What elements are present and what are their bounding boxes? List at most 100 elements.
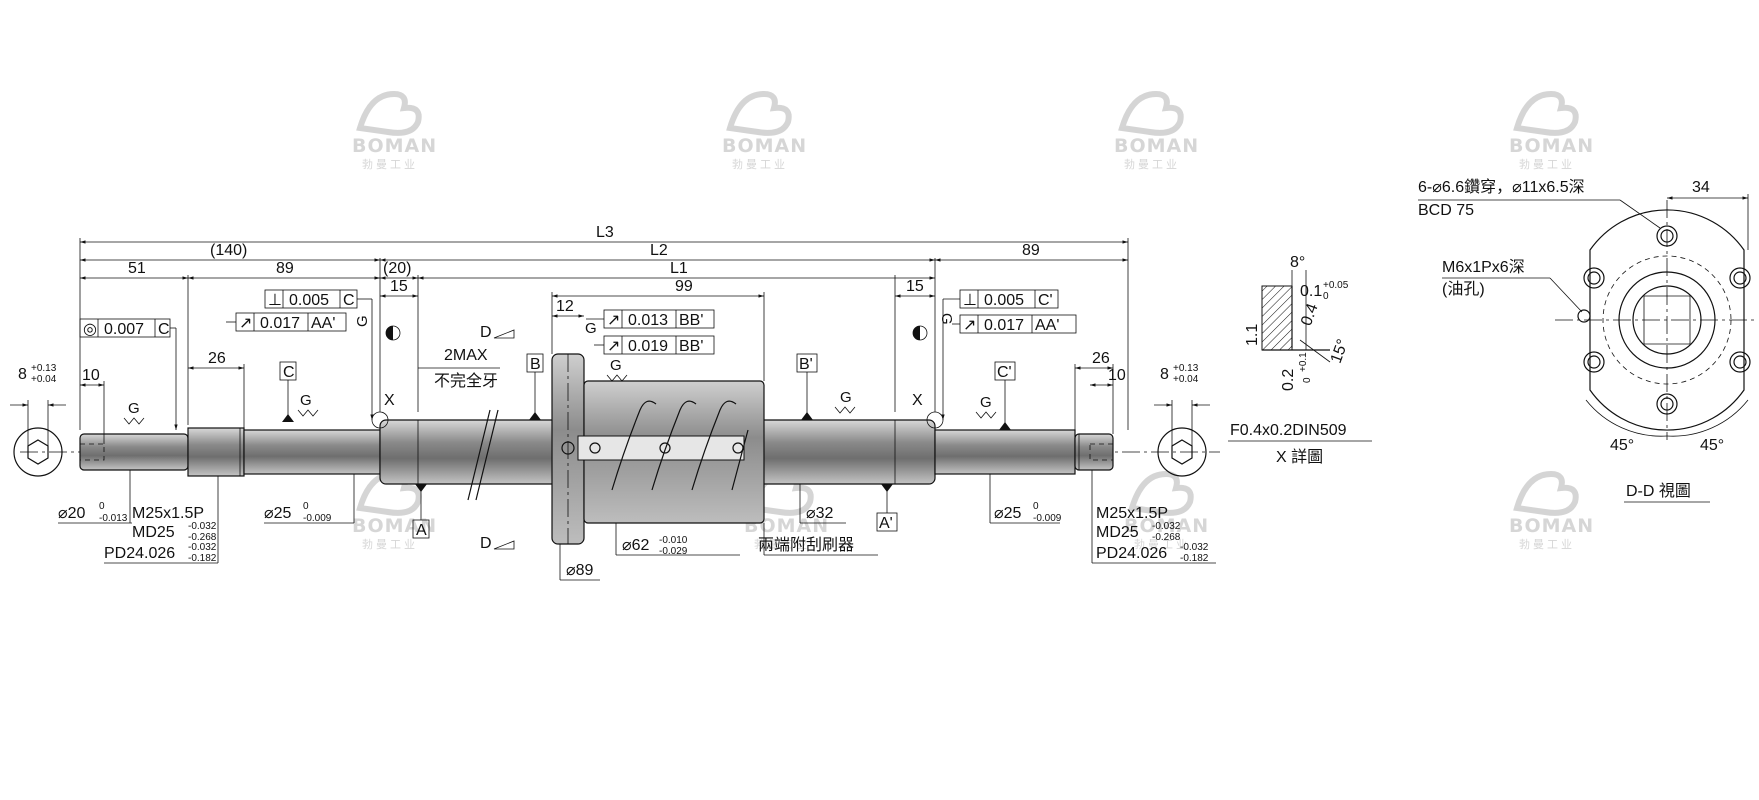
angle-45-b: 45° <box>1700 437 1724 454</box>
svg-text:C': C' <box>1038 292 1053 309</box>
datum-labels: C B B' C' A A' D D X X <box>279 324 1016 552</box>
notes-incomplete-thread: 2MAX 不完全牙 <box>418 347 500 390</box>
dim-right-end: 89 <box>1022 242 1040 259</box>
angle-45-a: 45° <box>1610 437 1634 454</box>
svg-text:-0.009: -0.009 <box>303 513 332 524</box>
svg-text:C: C <box>158 321 170 338</box>
svg-text:0.2: 0.2 <box>1280 369 1297 391</box>
svg-text:不完全牙: 不完全牙 <box>434 372 498 390</box>
svg-text:-0.032: -0.032 <box>1180 542 1209 553</box>
oil-hole-note-sub: (油孔) <box>1442 280 1485 298</box>
svg-text:0.005: 0.005 <box>984 292 1024 309</box>
svg-text:G: G <box>354 315 371 327</box>
svg-text:↗: ↗ <box>607 338 620 355</box>
svg-text:0: 0 <box>303 501 309 512</box>
watermark-brand: BOMAN <box>722 135 807 157</box>
dim-l2: L2 <box>650 242 668 259</box>
svg-text:⊥: ⊥ <box>963 292 977 309</box>
top-dimensions: L3 (140) L2 89 51 89 (20) L1 99 15 15 12 <box>79 224 1129 444</box>
svg-text:BB': BB' <box>679 338 703 355</box>
detail-x-left: X <box>384 392 395 409</box>
tol-frame-concentric: ◎ 0.007 C <box>79 318 178 430</box>
datum-a: A <box>416 522 427 539</box>
x-detail-view: 8° 0.1 +0.05 0 0.4 15° 1.1 0.2 +0.1 0 F0… <box>1228 254 1372 466</box>
watermark-subtitle: 勃曼工业 <box>1519 538 1575 551</box>
svg-text:0: 0 <box>1302 377 1313 383</box>
dim-89-left: 89 <box>276 260 294 277</box>
svg-text:M25x1.5P: M25x1.5P <box>1096 505 1168 522</box>
svg-text:↗: ↗ <box>607 312 620 329</box>
oil-hole-note: M6x1Px6深 <box>1442 258 1525 276</box>
watermark-subtitle: 勃曼工业 <box>362 538 418 551</box>
svg-text:-0.009: -0.009 <box>1033 513 1062 524</box>
watermark-subtitle: 勃曼工业 <box>1124 158 1180 171</box>
bolt-hole-icon <box>1583 225 1751 415</box>
dim-left-end: (140) <box>210 242 247 259</box>
tol-frame-nut-runout-2: ↗ 0.019 BB' <box>594 335 715 355</box>
svg-text:1.1: 1.1 <box>1244 324 1261 346</box>
svg-text:PD24.026: PD24.026 <box>1096 545 1167 562</box>
svg-text:0: 0 <box>1033 501 1039 512</box>
section-d-bottom: D <box>480 535 492 552</box>
tolerance-frames: ◎ 0.007 C ⊥ 0.005 C ↗ 0.017 AA' <box>79 289 1077 430</box>
flange-hole-note: 6-⌀6.6鑽穿，⌀11x6.5深 <box>1418 178 1585 196</box>
left-diameter-notes: ⌀20 0 -0.013 M25x1.5P MD25 -0.032 -0.268… <box>58 470 355 564</box>
dim-51: 51 <box>128 260 146 277</box>
end-key-right: 8 <box>1160 366 1169 383</box>
tol-frame-perp-right: ⊥ 0.005 C' <box>941 289 1059 420</box>
watermark-subtitle: 勃曼工业 <box>1134 538 1190 551</box>
flange-bcd: BCD 75 <box>1418 202 1474 219</box>
dim-99: 99 <box>675 278 693 295</box>
datum-b: B <box>530 356 541 373</box>
dim-l1: L1 <box>670 260 688 277</box>
svg-text:-0.029: -0.029 <box>659 546 688 557</box>
svg-text:-0.268: -0.268 <box>188 532 217 543</box>
svg-text:2MAX: 2MAX <box>444 347 488 364</box>
svg-text:0.4: 0.4 <box>1298 301 1322 328</box>
watermark-subtitle: 勃曼工业 <box>732 158 788 171</box>
datum-c-prime: C' <box>997 364 1012 381</box>
tol-frame-perp-left: ⊥ 0.005 C <box>264 289 374 420</box>
svg-text:0: 0 <box>99 501 105 512</box>
svg-text:⌀25: ⌀25 <box>994 505 1022 522</box>
svg-text:G: G <box>300 392 312 409</box>
svg-text:-0.032: -0.032 <box>188 521 217 532</box>
svg-text:G: G <box>980 394 992 411</box>
svg-text:-0.268: -0.268 <box>1152 532 1181 543</box>
oil-hole-icon <box>1577 309 1591 323</box>
left-end-view: 8 +0.13 +0.04 <box>10 363 66 477</box>
return-tube <box>577 435 745 461</box>
flange-dim-34: 34 <box>1692 179 1710 196</box>
datum-c: C <box>283 364 295 381</box>
right-diameter-notes: ⌀25 0 -0.009 M25x1.5P MD25 -0.032 -0.268… <box>989 470 1216 564</box>
dd-view-label: D-D 視圖 <box>1626 482 1691 500</box>
svg-text:↗: ↗ <box>239 315 252 332</box>
svg-text:⌀62: ⌀62 <box>622 537 650 554</box>
dim-15-left: 15 <box>390 278 408 295</box>
watermark-brand: BOMAN <box>352 515 437 537</box>
svg-text:0.017: 0.017 <box>260 315 300 332</box>
svg-text:G: G <box>585 320 597 337</box>
svg-text:PD24.026: PD24.026 <box>104 545 175 562</box>
svg-text:0.019: 0.019 <box>628 338 668 355</box>
svg-text:MD25: MD25 <box>132 524 175 541</box>
svg-text:0.013: 0.013 <box>628 312 668 329</box>
svg-text:BB': BB' <box>679 312 703 329</box>
dim-12: 12 <box>556 298 574 315</box>
watermark-subtitle: 勃曼工业 <box>754 538 810 551</box>
svg-text:AA': AA' <box>311 315 335 332</box>
svg-text:-0.032: -0.032 <box>188 542 217 553</box>
watermark-brand: BOMAN <box>1124 515 1209 537</box>
dim-26-right: 26 <box>1092 350 1110 367</box>
svg-text:MD25: MD25 <box>1096 524 1139 541</box>
end-key-tol-minus: +0.04 <box>31 374 57 385</box>
svg-text:⌀20: ⌀20 <box>58 505 86 522</box>
svg-text:8°: 8° <box>1290 254 1305 271</box>
tol-frame-runout-left: ↗ 0.017 AA' <box>226 312 347 332</box>
end-key-tol-plus: +0.13 <box>31 363 57 374</box>
section-d-top: D <box>480 324 492 341</box>
svg-text:0.1: 0.1 <box>1300 283 1322 300</box>
svg-text:AA': AA' <box>1035 317 1059 334</box>
svg-text:C: C <box>343 292 355 309</box>
